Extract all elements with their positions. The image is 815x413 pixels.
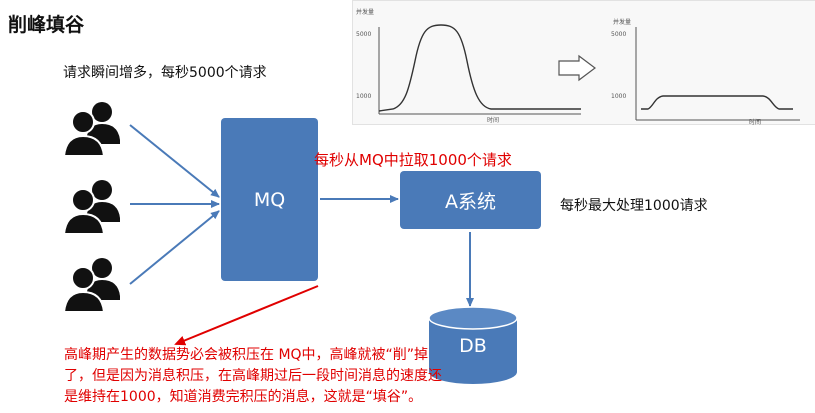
after-flat-curve bbox=[641, 95, 793, 110]
before-xlabel: 时间 bbox=[487, 117, 500, 124]
traffic-graphs-panel: 并发量 5000 1000 时间 并发量 5000 1000 时间 bbox=[352, 0, 815, 126]
transform-arrow-icon bbox=[558, 54, 596, 82]
page-title: 削峰填谷 bbox=[8, 14, 85, 36]
explanation-note: 高峰期产生的数据势必会被积压在 MQ中，高峰就被“削”掉了，但是因为消息积压，在… bbox=[64, 347, 442, 405]
users-icon bbox=[62, 180, 120, 235]
pull-rate-label: 每秒从MQ中拉取1000个请求 bbox=[314, 151, 512, 169]
before-tick-low: 1000 bbox=[356, 93, 372, 100]
after-tick-high: 5000 bbox=[611, 31, 627, 38]
users-request-label: 请求瞬间增多，每秒5000个请求 bbox=[63, 65, 267, 81]
capacity-label: 每秒最大处理1000请求 bbox=[560, 198, 708, 214]
users-icon bbox=[62, 258, 120, 313]
db-label: DB bbox=[459, 335, 487, 357]
users-icon bbox=[62, 102, 120, 157]
database-icon bbox=[428, 306, 518, 384]
before-ylabel: 并发量 bbox=[356, 9, 375, 16]
traffic-graphs bbox=[378, 24, 800, 121]
system-a-label: A系统 bbox=[445, 190, 496, 213]
before-peak-curve bbox=[378, 24, 581, 112]
before-tick-high: 5000 bbox=[356, 31, 372, 38]
after-xlabel: 时间 bbox=[749, 119, 762, 126]
mq-box: MQ bbox=[221, 118, 318, 281]
system-a-box: A系统 bbox=[400, 171, 541, 229]
after-ylabel: 并发量 bbox=[613, 19, 632, 26]
after-tick-low: 1000 bbox=[611, 93, 627, 100]
mq-label: MQ bbox=[253, 188, 286, 211]
